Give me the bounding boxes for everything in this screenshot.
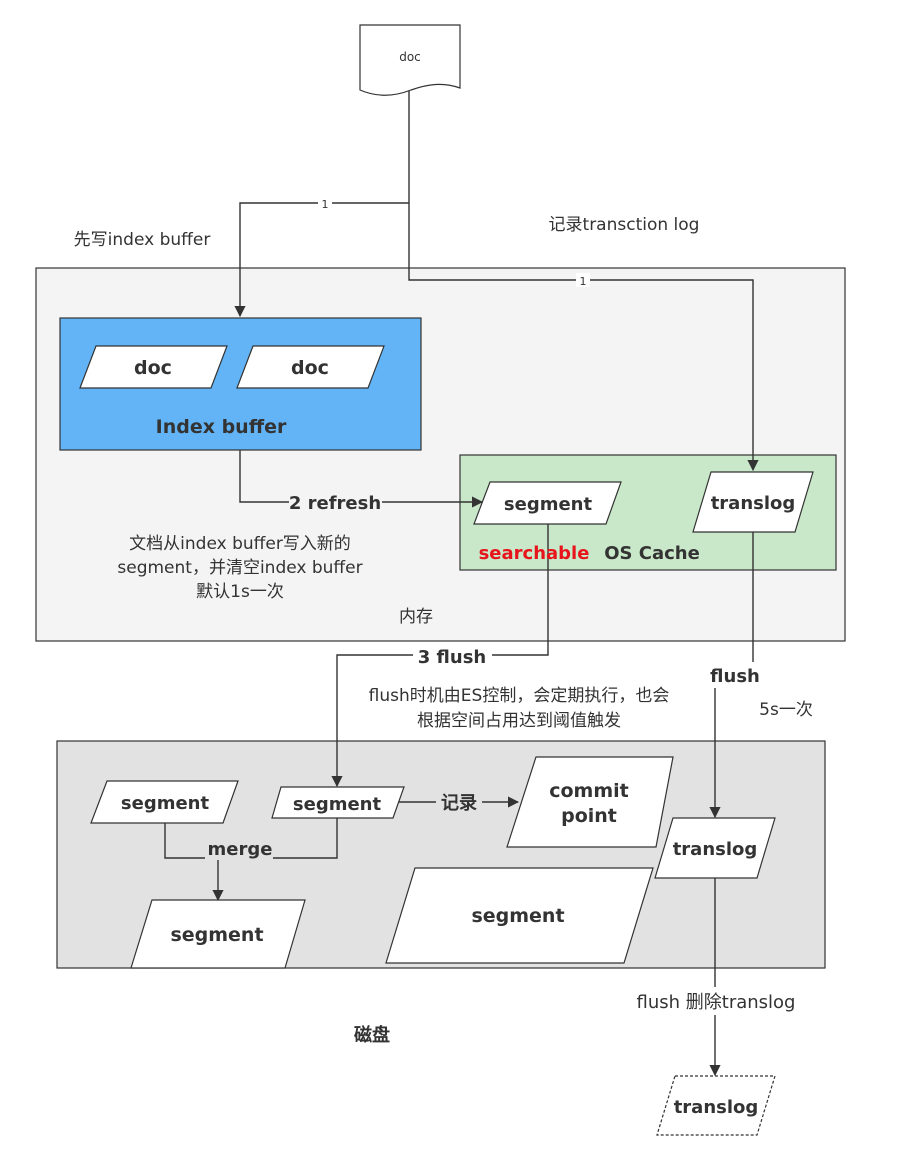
buffer-doc-2-shape [236,345,385,389]
step1-right-bg [576,273,590,287]
index-buffer-label: Index buffer [156,416,287,438]
disk-translog-label: translog [673,839,758,860]
write-buffer-note: 先写index buffer [74,230,211,250]
refresh-label-bg [289,490,382,514]
buffer-doc-1-shape [79,345,228,389]
doc-top-label: doc [399,50,421,64]
refresh-note-line1: 文档从index buffer写入新的 [129,534,351,554]
step1-left-label: 1 [322,198,329,211]
translog-flush-label: flush [710,666,760,687]
buffer-doc-2-label: doc [291,357,329,379]
cache-translog-shape [692,471,814,533]
flush-note-line1: flush时机由ES控制，会定期执行，也会 [369,686,670,706]
disk-segment-large-shape [385,867,654,964]
edge-merge-left [164,823,218,859]
refresh-note-line2: segment，并清空index buffer [117,558,362,578]
record-log-note: 记录transction log [549,215,700,235]
cache-segment-shape [473,481,622,525]
searchable-label: searchable [479,543,590,564]
disk-translog-shape [654,817,776,879]
flush-step-label: 3 flush [418,647,486,668]
commit-point-line2: point [561,805,617,827]
disk-segment-1-label: segment [121,793,210,814]
commit-point-line1: commit [549,780,629,802]
cache-translog-label: translog [711,493,796,514]
doc-document-shape [359,24,461,96]
edge-refresh [239,450,484,508]
step1-left-bg [318,196,332,210]
deleted-translog-shape [656,1075,776,1136]
disk-segment-2-label: segment [293,794,382,815]
refresh-note-line3: 默认1s一次 [196,582,284,602]
flush-note-line2: 根据空间占用达到阈值触发 [417,711,621,731]
edge-to-index-buffer [234,202,409,318]
delete-translog-bg [628,987,804,1015]
disk-segment-large-label: segment [471,905,564,927]
record-label-bg [436,790,482,816]
cache-segment-label: segment [504,494,593,515]
disk-segment-merged-label: segment [170,924,263,946]
disk-segment-1-shape [90,780,239,824]
merge-label: merge [208,839,273,860]
disk-label: 磁盘 [354,1024,390,1046]
deleted-translog-label: translog [674,1097,759,1118]
translog-interval-label: 5s一次 [759,700,813,720]
refresh-label: 2 refresh [289,493,381,514]
buffer-doc-1-label: doc [134,357,172,379]
translog-flush-bg [709,662,762,688]
flush-step-bg [413,643,492,669]
disk-segment-merged-shape [130,899,306,969]
step1-right-label: 1 [580,275,587,288]
os-cache-label: OS Cache [604,543,700,564]
delete-translog-label: flush 删除translog [637,992,796,1013]
disk-segment-2-shape [271,786,405,819]
commit-point-shape [506,756,674,848]
memory-label: 内存 [399,607,433,627]
merge-label-bg [205,838,273,860]
record-label: 记录 [441,793,477,814]
